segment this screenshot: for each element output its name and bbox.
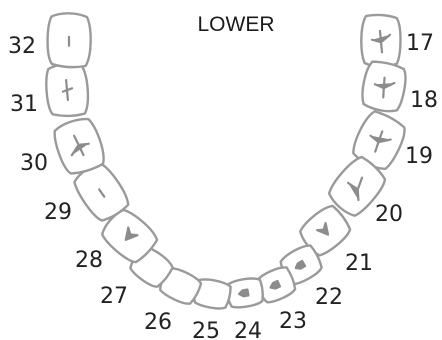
tooth-surface-mark	[237, 288, 250, 298]
teeth-layer	[44, 12, 410, 310]
tooth-28[interactable]	[98, 205, 161, 267]
tooth-29[interactable]	[70, 159, 133, 226]
tooth-surface-mark	[70, 134, 90, 157]
tooth-20[interactable]	[324, 153, 390, 221]
tooth-17[interactable]	[360, 13, 402, 68]
arch-title: LOWER	[197, 13, 274, 36]
tooth-surface-mark	[346, 176, 364, 202]
tooth-number-20: 20	[375, 202, 403, 227]
tooth-surface-mark	[316, 221, 330, 236]
tooth-24[interactable]	[225, 276, 264, 309]
tooth-surface-mark	[373, 76, 396, 99]
tooth-surface-mark	[98, 188, 106, 198]
tooth-outline	[327, 155, 387, 217]
tooth-number-17: 17	[406, 31, 434, 56]
tooth-number-24: 24	[234, 319, 262, 340]
tooth-surface-mark	[269, 279, 282, 290]
tooth-32[interactable]	[46, 12, 92, 69]
tooth-number-25: 25	[192, 319, 220, 340]
tooth-surface-mark	[61, 78, 74, 102]
tooth-outline	[159, 266, 203, 305]
tooth-surface-mark	[124, 226, 139, 241]
tooth-18[interactable]	[360, 60, 409, 114]
tooth-surface-mark	[294, 259, 307, 270]
tooth-number-30: 30	[20, 151, 48, 176]
tooth-31[interactable]	[44, 63, 90, 118]
tooth-number-32: 32	[8, 34, 36, 59]
tooth-number-19: 19	[405, 144, 433, 169]
tooth-number-21: 21	[345, 251, 373, 276]
tooth-surface-mark	[369, 130, 392, 153]
tooth-30[interactable]	[50, 115, 108, 178]
tooth-23[interactable]	[254, 264, 298, 305]
tooth-number-31: 31	[10, 92, 38, 117]
tooth-21[interactable]	[296, 202, 355, 260]
tooth-number-22: 22	[315, 285, 343, 310]
tooth-19[interactable]	[349, 108, 410, 173]
tooth-outline	[193, 278, 232, 310]
tooth-number-28: 28	[75, 248, 103, 273]
tooth-25[interactable]	[192, 277, 232, 310]
tooth-surface-mark	[370, 29, 392, 54]
tooth-26[interactable]	[157, 265, 203, 307]
tooth-number-18: 18	[410, 88, 438, 113]
tooth-number-27: 27	[100, 284, 128, 309]
tooth-number-26: 26	[144, 310, 172, 335]
tooth-number-29: 29	[44, 200, 72, 225]
tooth-number-23: 23	[279, 309, 307, 334]
